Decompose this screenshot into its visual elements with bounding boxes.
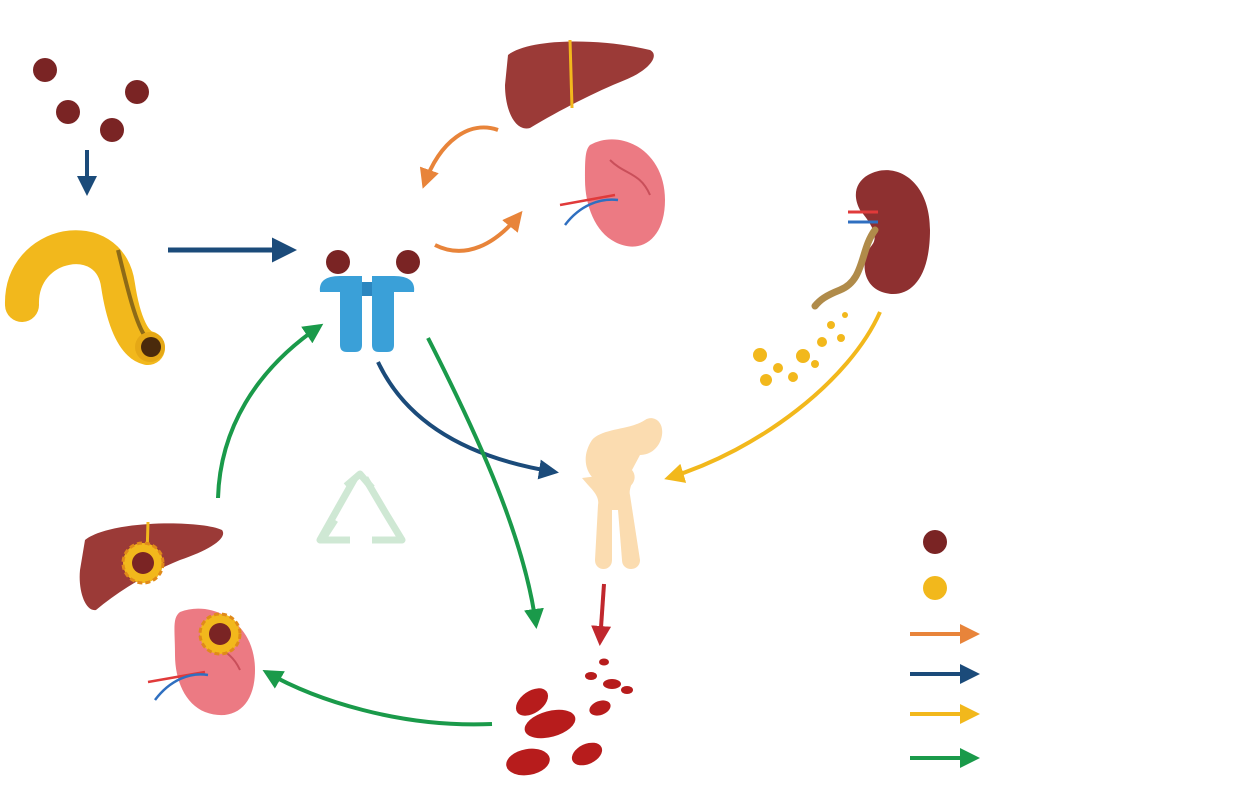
arrow-bone-to-blood [591, 583, 612, 646]
arrow-orange-to-receptor [419, 125, 499, 189]
arrow-orange-from-receptor [434, 210, 523, 253]
bone-icon [582, 418, 663, 569]
legend-secretion-dot [923, 576, 947, 600]
macrophage-spleen-icon [147, 608, 255, 716]
macrophage-liver-cell [121, 541, 165, 585]
intestine-icon [5, 230, 165, 365]
arrow-liver-to-receptor [216, 323, 324, 499]
yellow-particles [753, 312, 848, 386]
receptor-icon [319, 250, 420, 352]
legend [910, 530, 980, 768]
recycle-icon [316, 470, 406, 544]
liver-icon [505, 39, 654, 129]
macrophage-spleen-cell [198, 612, 242, 656]
arrow-blood-to-spleen [262, 670, 493, 727]
kidney-icon [811, 170, 930, 310]
iron-particles [33, 58, 149, 142]
arrow-receptor-to-bone [376, 361, 559, 480]
spleen-icon [559, 139, 665, 247]
red-blood-cells-icon [506, 658, 633, 776]
legend-iron-dot [923, 530, 947, 554]
arrow-kidney-to-bone [664, 311, 882, 483]
arrow-receptor-to-blood [426, 337, 544, 629]
macrophage-liver-icon [79, 521, 224, 611]
